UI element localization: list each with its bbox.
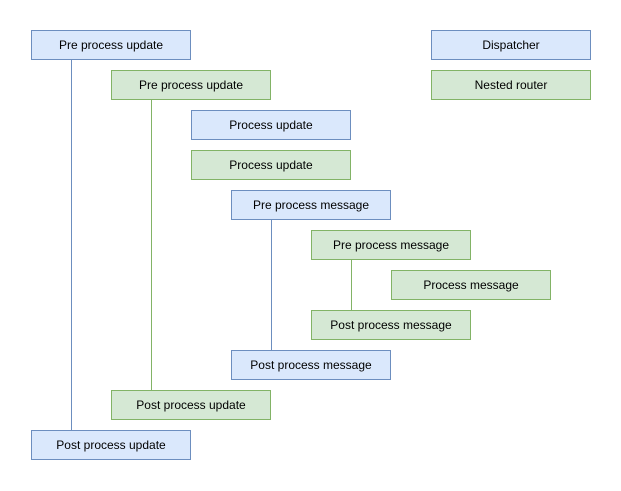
lifeline-nested-message [351,260,352,310]
lifeline-dispatcher-message [271,220,272,350]
node-post-process-update-dispatcher: Post process update [31,430,191,460]
node-process-message-nested: Process message [391,270,551,300]
node-legend-nested-router: Nested router [431,70,591,100]
node-pre-process-update-dispatcher: Pre process update [31,30,191,60]
node-process-update-dispatcher: Process update [191,110,351,140]
node-post-process-message-dispatcher: Post process message [231,350,391,380]
node-process-update-nested: Process update [191,150,351,180]
node-pre-process-update-nested: Pre process update [111,70,271,100]
node-legend-dispatcher: Dispatcher [431,30,591,60]
node-pre-process-message-dispatcher: Pre process message [231,190,391,220]
lifeline-dispatcher-update [71,60,72,430]
node-pre-process-message-nested: Pre process message [311,230,471,260]
node-post-process-message-nested: Post process message [311,310,471,340]
node-post-process-update-nested: Post process update [111,390,271,420]
lifeline-nested-update [151,100,152,390]
